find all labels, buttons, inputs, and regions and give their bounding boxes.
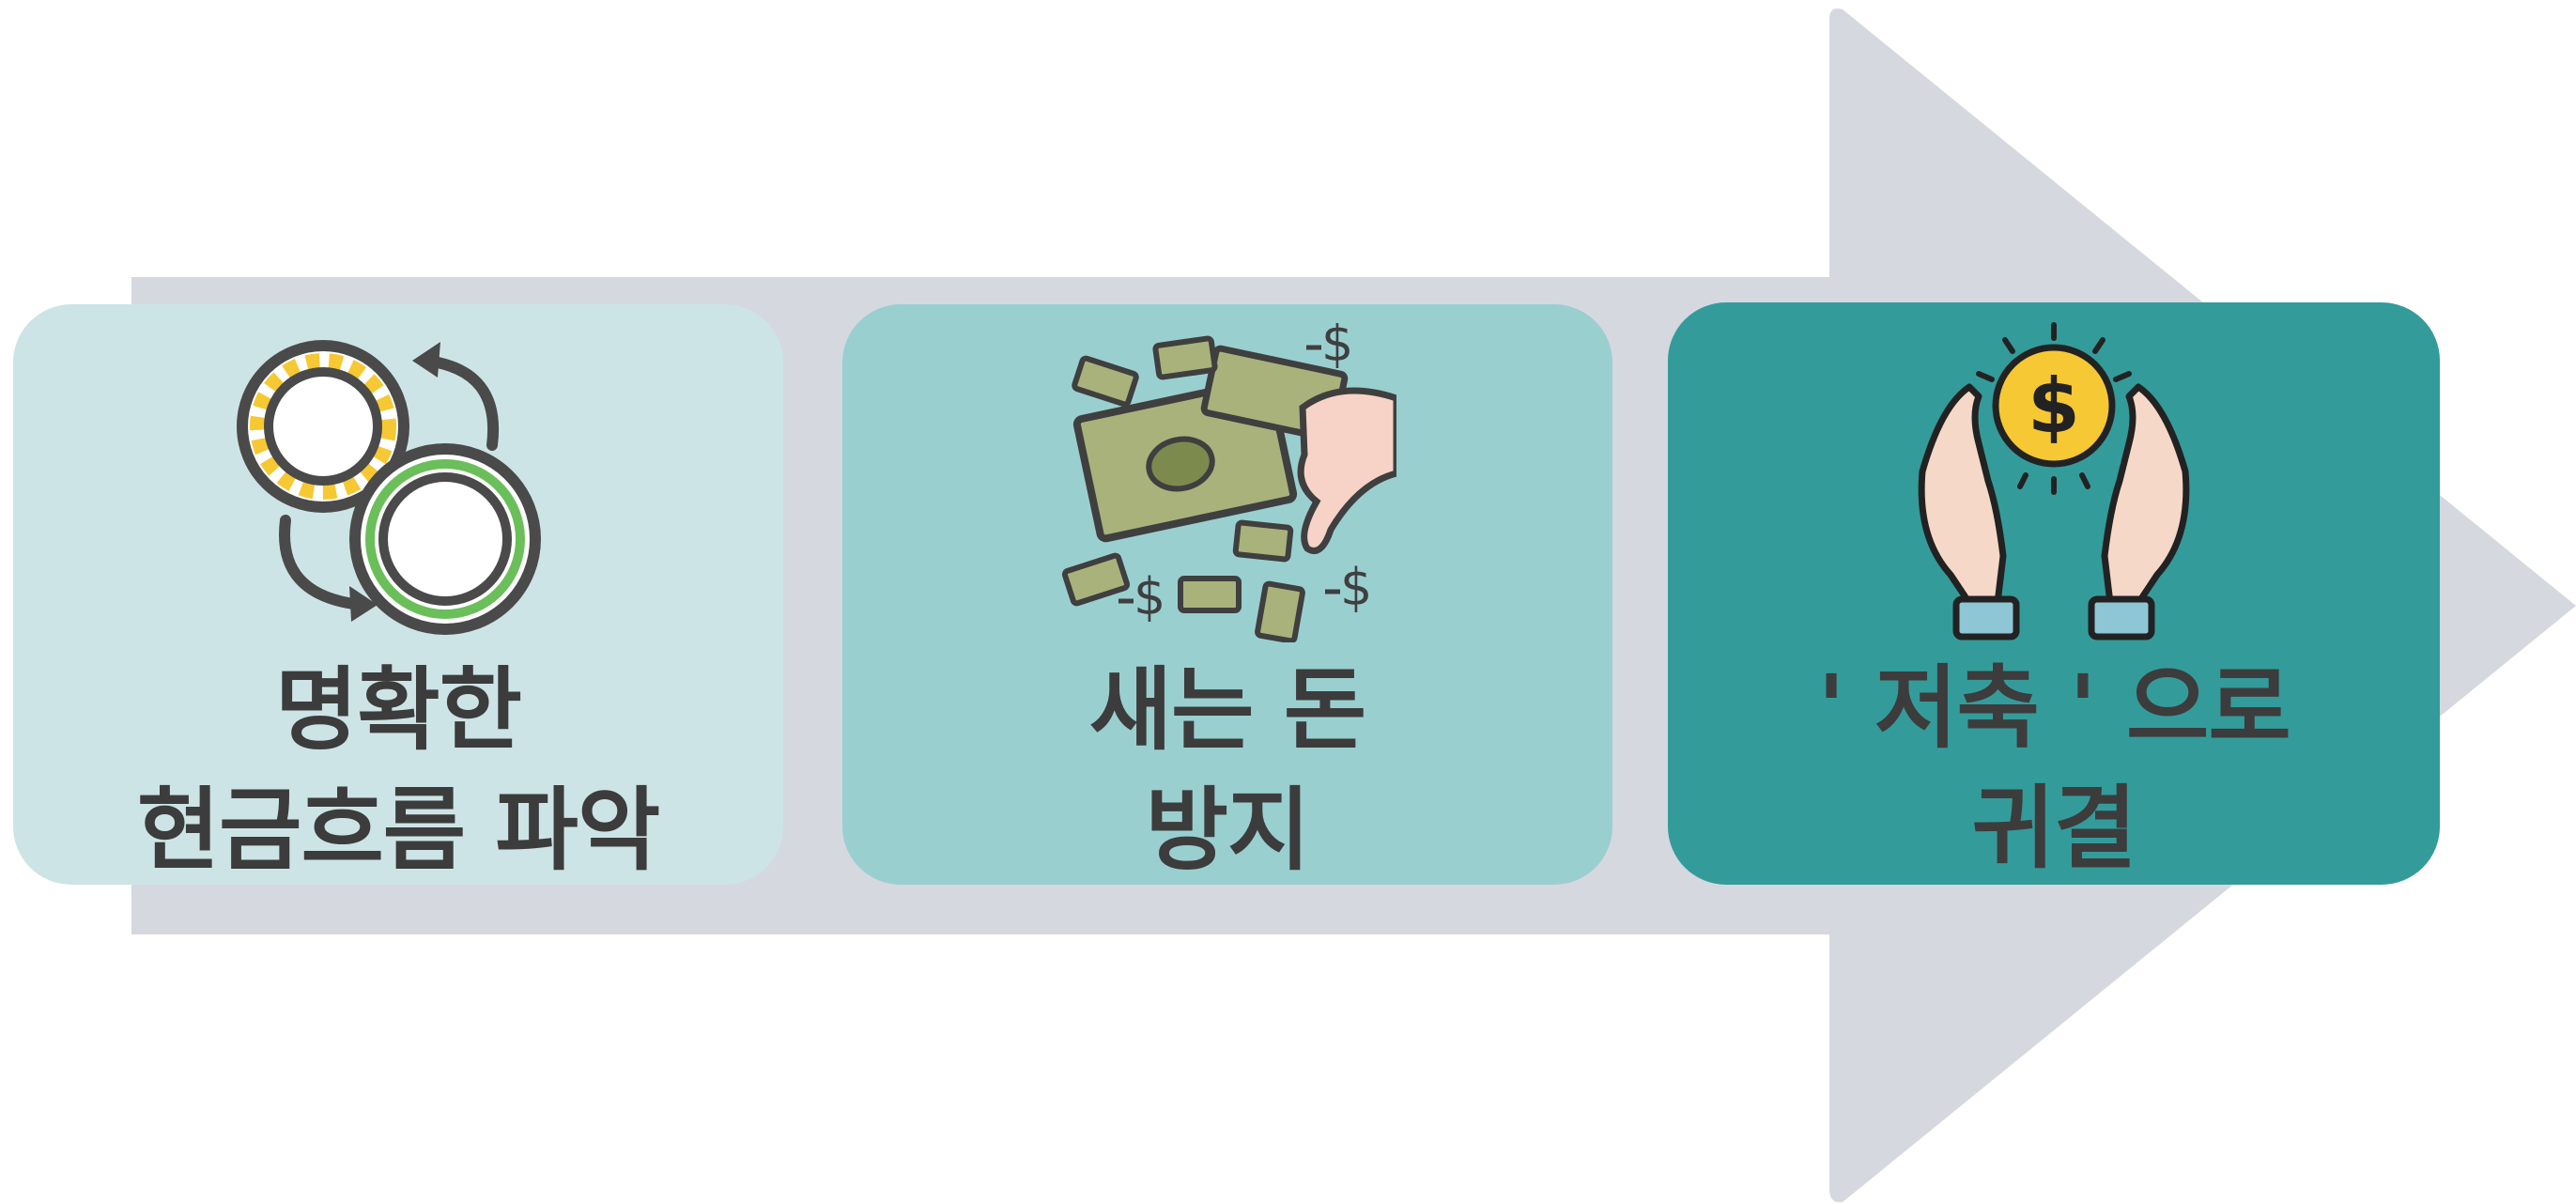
step-card-money-leak: $ $ $ 새는 돈 방지 (842, 304, 1612, 885)
step-card-cash-flow: 명확한 현금흐름 파악 (13, 304, 783, 885)
step-caption: ' 저축 ' 으로 귀결 (1817, 648, 2291, 888)
step-card-savings: $ ' 저축 ' 으로 귀결 (1668, 302, 2440, 885)
svg-text:$: $ (1134, 567, 1165, 626)
savings-hands-coin-icon: $ (1885, 321, 2223, 641)
step-caption: 명확한 현금흐름 파악 (136, 650, 660, 890)
svg-text:$: $ (2028, 363, 2080, 450)
caption-line: 귀결 (1971, 776, 2137, 881)
caption-line: ' 저축 ' 으로 (1817, 656, 2291, 761)
caption-line: 현금흐름 파악 (136, 778, 660, 883)
caption-line: 새는 돈 (1088, 657, 1366, 763)
svg-text:$: $ (1340, 558, 1372, 617)
step-caption: 새는 돈 방지 (1088, 650, 1366, 890)
svg-text:$: $ (1321, 323, 1353, 373)
caption-line: 방지 (1145, 778, 1311, 883)
caption-line: 명확한 (275, 657, 522, 763)
money-leak-icon: $ $ $ (1058, 323, 1396, 642)
cash-flow-cycle-icon (229, 323, 567, 642)
